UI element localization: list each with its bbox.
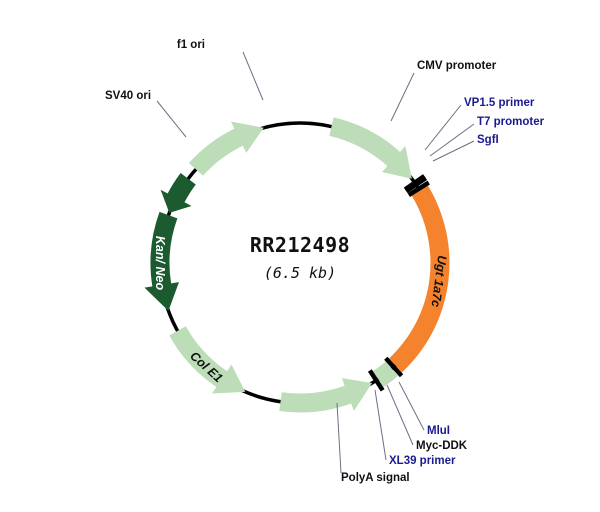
site-tick-mlui[interactable] [384, 356, 404, 378]
feature-arrow-myc-ddk[interactable] [372, 361, 399, 387]
site-tick-t7-promoter[interactable] [405, 176, 428, 194]
callout-sgfi: SgfI [432, 134, 499, 162]
feature-arrow-kan-neo[interactable] [144, 211, 179, 311]
callout-vp15-leader-line [424, 104, 462, 151]
callout-mlui: MluI [398, 381, 450, 437]
callout-sv40-ori-leader-line [156, 100, 187, 138]
feature-arrows-layer [144, 117, 450, 413]
feature-arrow-cmv-promoter[interactable] [329, 117, 412, 179]
feature-sv40-ori[interactable] [160, 173, 196, 213]
callout-xl39: XL39 primer [374, 389, 456, 467]
callout-mycddk: Myc-DDK [386, 384, 468, 452]
feature-arrow-ugt-1a7c[interactable] [389, 183, 450, 373]
callout-f1-ori-leader-line [242, 51, 264, 101]
callout-sv40-ori-text: SV40 ori [105, 90, 151, 102]
feature-ugt-1a7c[interactable] [389, 183, 450, 373]
plasmid-center-title: RR212498 (6.5 kb) [250, 233, 350, 282]
callout-f1-ori-text: f1 ori [177, 39, 205, 51]
callout-vp15: VP1.5 primer [424, 97, 535, 151]
feature-myc-ddk[interactable] [372, 361, 399, 387]
callout-t7-leader-line [429, 123, 475, 157]
feature-arrow-polya-signal[interactable] [279, 378, 373, 413]
callout-t7: T7 promoter [429, 116, 545, 157]
callout-mlui-leader-line [398, 381, 425, 431]
callout-mycddk-leader-line [386, 384, 414, 446]
site-ticks-layer [367, 174, 430, 392]
callout-f1-ori: f1 ori [177, 39, 264, 101]
plasmid-size: (6.5 kb) [264, 264, 336, 282]
feature-arrow-f1-ori[interactable] [188, 121, 264, 176]
callout-cmv-leader-line [390, 72, 415, 122]
callout-sv40-ori: SV40 ori [105, 90, 187, 138]
site-tick-sgfi[interactable] [407, 180, 430, 197]
feature-kan-neo[interactable] [144, 211, 179, 311]
callout-polya: PolyA signal [336, 402, 410, 484]
callout-cmv: CMV promoter [390, 60, 497, 122]
site-tick-xl39-primer[interactable] [367, 369, 385, 392]
callout-xl39-text: XL39 primer [389, 455, 456, 467]
callout-t7-text: T7 promoter [477, 116, 545, 128]
callout-mycddk-text: Myc-DDK [416, 440, 468, 452]
feature-label-ugt-1a7c: Ugt 1a7c [428, 255, 449, 309]
feature-arrow-sv40-ori[interactable] [160, 173, 196, 213]
callout-sgfi-text: SgfI [477, 134, 499, 146]
feature-f1-ori[interactable] [188, 121, 264, 176]
callout-xl39-leader-line [374, 389, 387, 461]
callout-polya-leader-line [336, 402, 342, 474]
callout-polya-text: PolyA signal [341, 472, 410, 484]
feature-label-kan-neo: Kan/ Neo [153, 236, 167, 291]
feature-arrow-col-e1[interactable] [169, 326, 246, 394]
plasmid-name: RR212498 [250, 233, 350, 257]
site-tick-vp15-primer[interactable] [403, 174, 426, 192]
callout-vp15-text: VP1.5 primer [464, 97, 535, 109]
callout-cmv-text: CMV promoter [417, 60, 497, 72]
feature-polya-signal[interactable] [279, 378, 373, 413]
feature-cmv-promoter[interactable] [329, 117, 412, 179]
callout-mlui-text: MluI [427, 425, 450, 437]
feature-col-e1[interactable] [169, 326, 246, 394]
callout-sgfi-leader-line [432, 140, 475, 162]
